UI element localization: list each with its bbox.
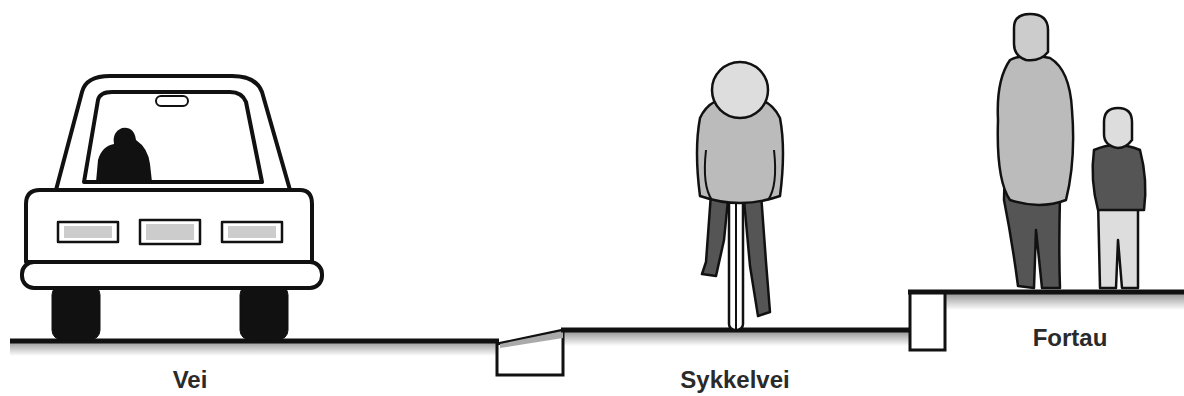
area-label: Vei — [173, 368, 208, 392]
car — [22, 76, 322, 340]
ground — [10, 292, 1184, 375]
pedestrians — [998, 14, 1146, 288]
area-label: Fortau — [1033, 326, 1108, 350]
area-label: Sykkelvei — [680, 368, 789, 392]
cyclist — [697, 62, 783, 330]
